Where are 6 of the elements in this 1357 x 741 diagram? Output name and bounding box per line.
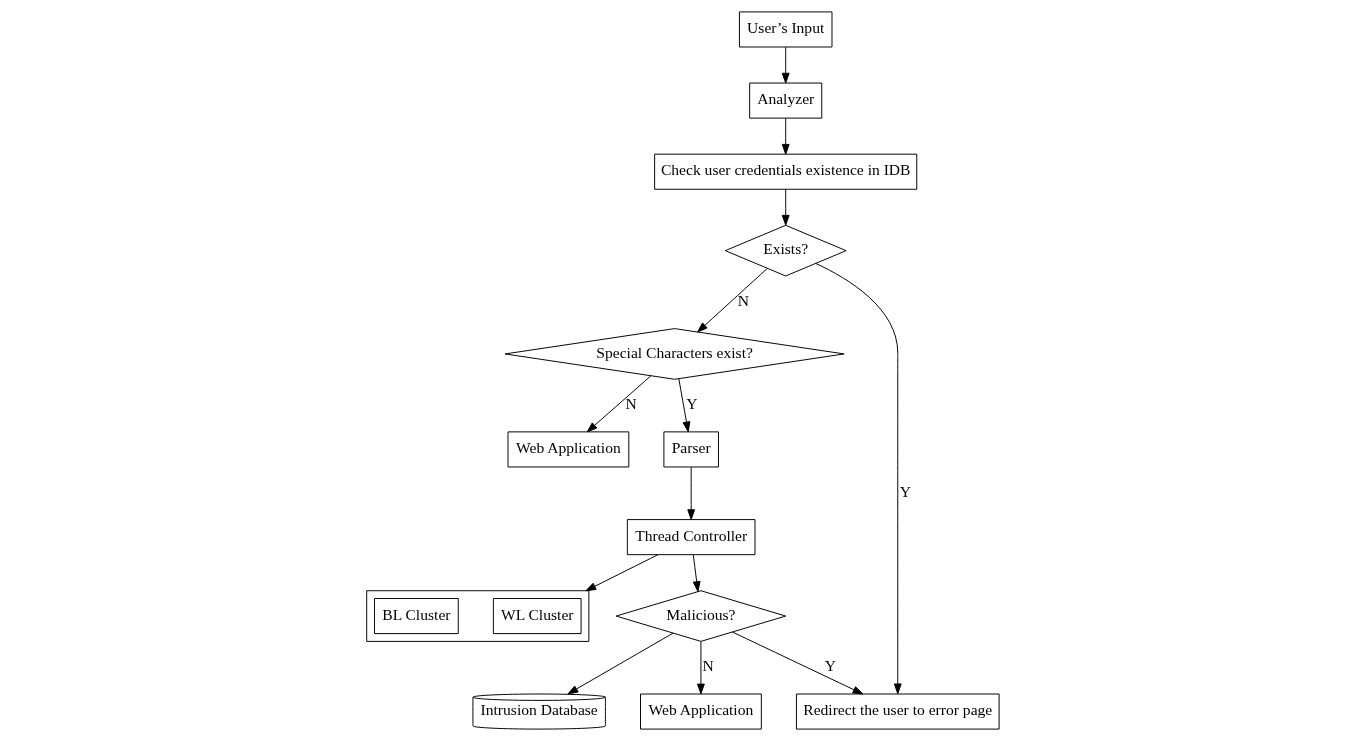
- edge-label: Y: [824, 657, 835, 675]
- edge-label: Y: [685, 395, 697, 413]
- edge-label: N: [702, 657, 714, 675]
- edge-label: N: [737, 291, 749, 309]
- edge-label: N: [625, 395, 637, 413]
- edge-label: Y: [899, 482, 910, 500]
